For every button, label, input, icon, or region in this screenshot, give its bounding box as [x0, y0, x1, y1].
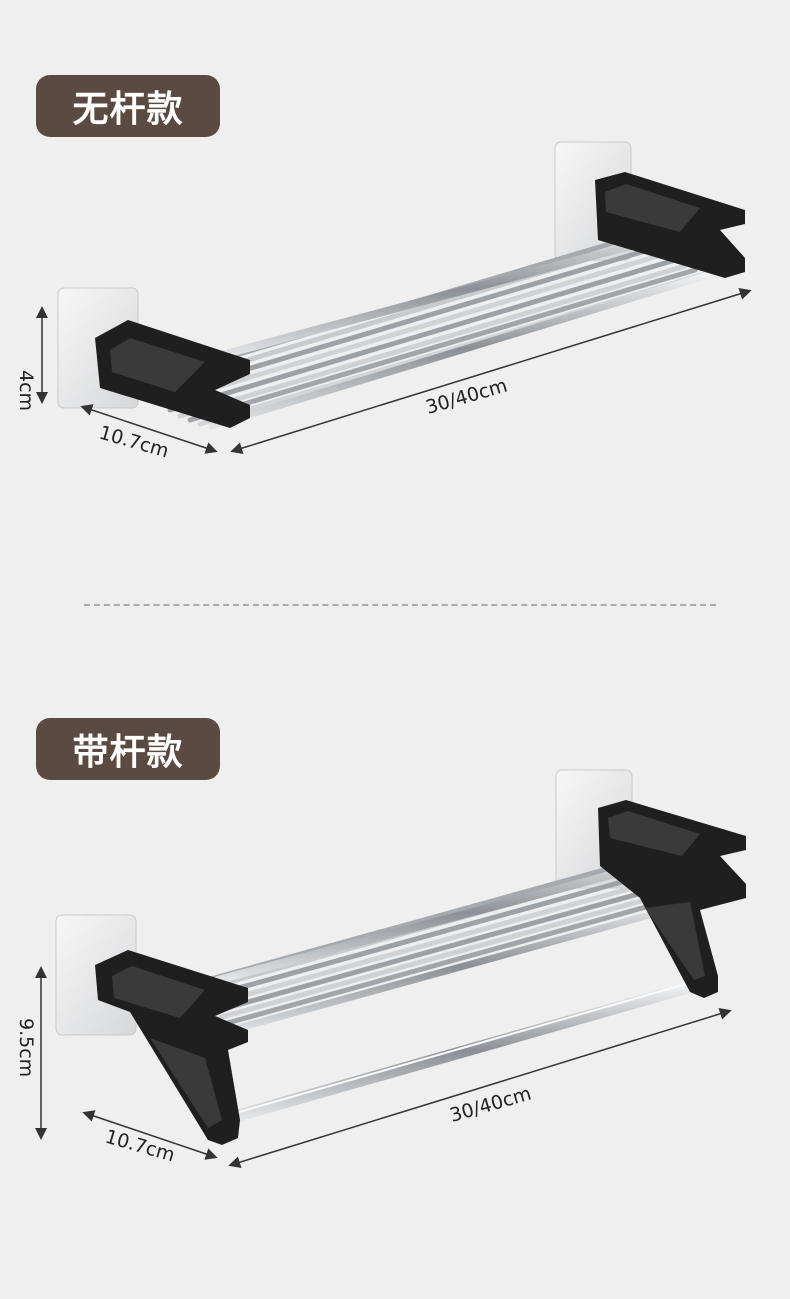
depth-dimension-line [82, 1110, 218, 1160]
height-dimension-label: 4cm [15, 370, 37, 411]
height-dimension-label: 9.5cm [15, 1018, 37, 1077]
bracket-left [95, 320, 250, 428]
length-dimension-label: 30/40cm [447, 1083, 534, 1127]
variant-title: 无杆款 [72, 89, 184, 130]
bracket-left [95, 950, 248, 1145]
section-divider [84, 604, 716, 606]
depth-dimension-line [80, 404, 218, 454]
length-dimension-line [230, 288, 752, 454]
bracket-right [595, 172, 745, 278]
length-dimension-line [228, 1008, 732, 1168]
variant-badge-with-rod: 带杆款 [36, 718, 220, 780]
shelf-illustration-no-rod: 4cm 10.7cm 30/40cm [15, 141, 752, 463]
variant-title: 带杆款 [72, 732, 184, 773]
length-dimension-label: 30/40cm [423, 375, 510, 419]
depth-dimension-label: 10.7cm [97, 422, 172, 463]
shelf-illustration-with-rod: 9.5cm 10.7cm 30/40cm [15, 769, 746, 1168]
variant-badge-no-rod: 无杆款 [36, 75, 220, 137]
bracket-right [598, 800, 746, 998]
